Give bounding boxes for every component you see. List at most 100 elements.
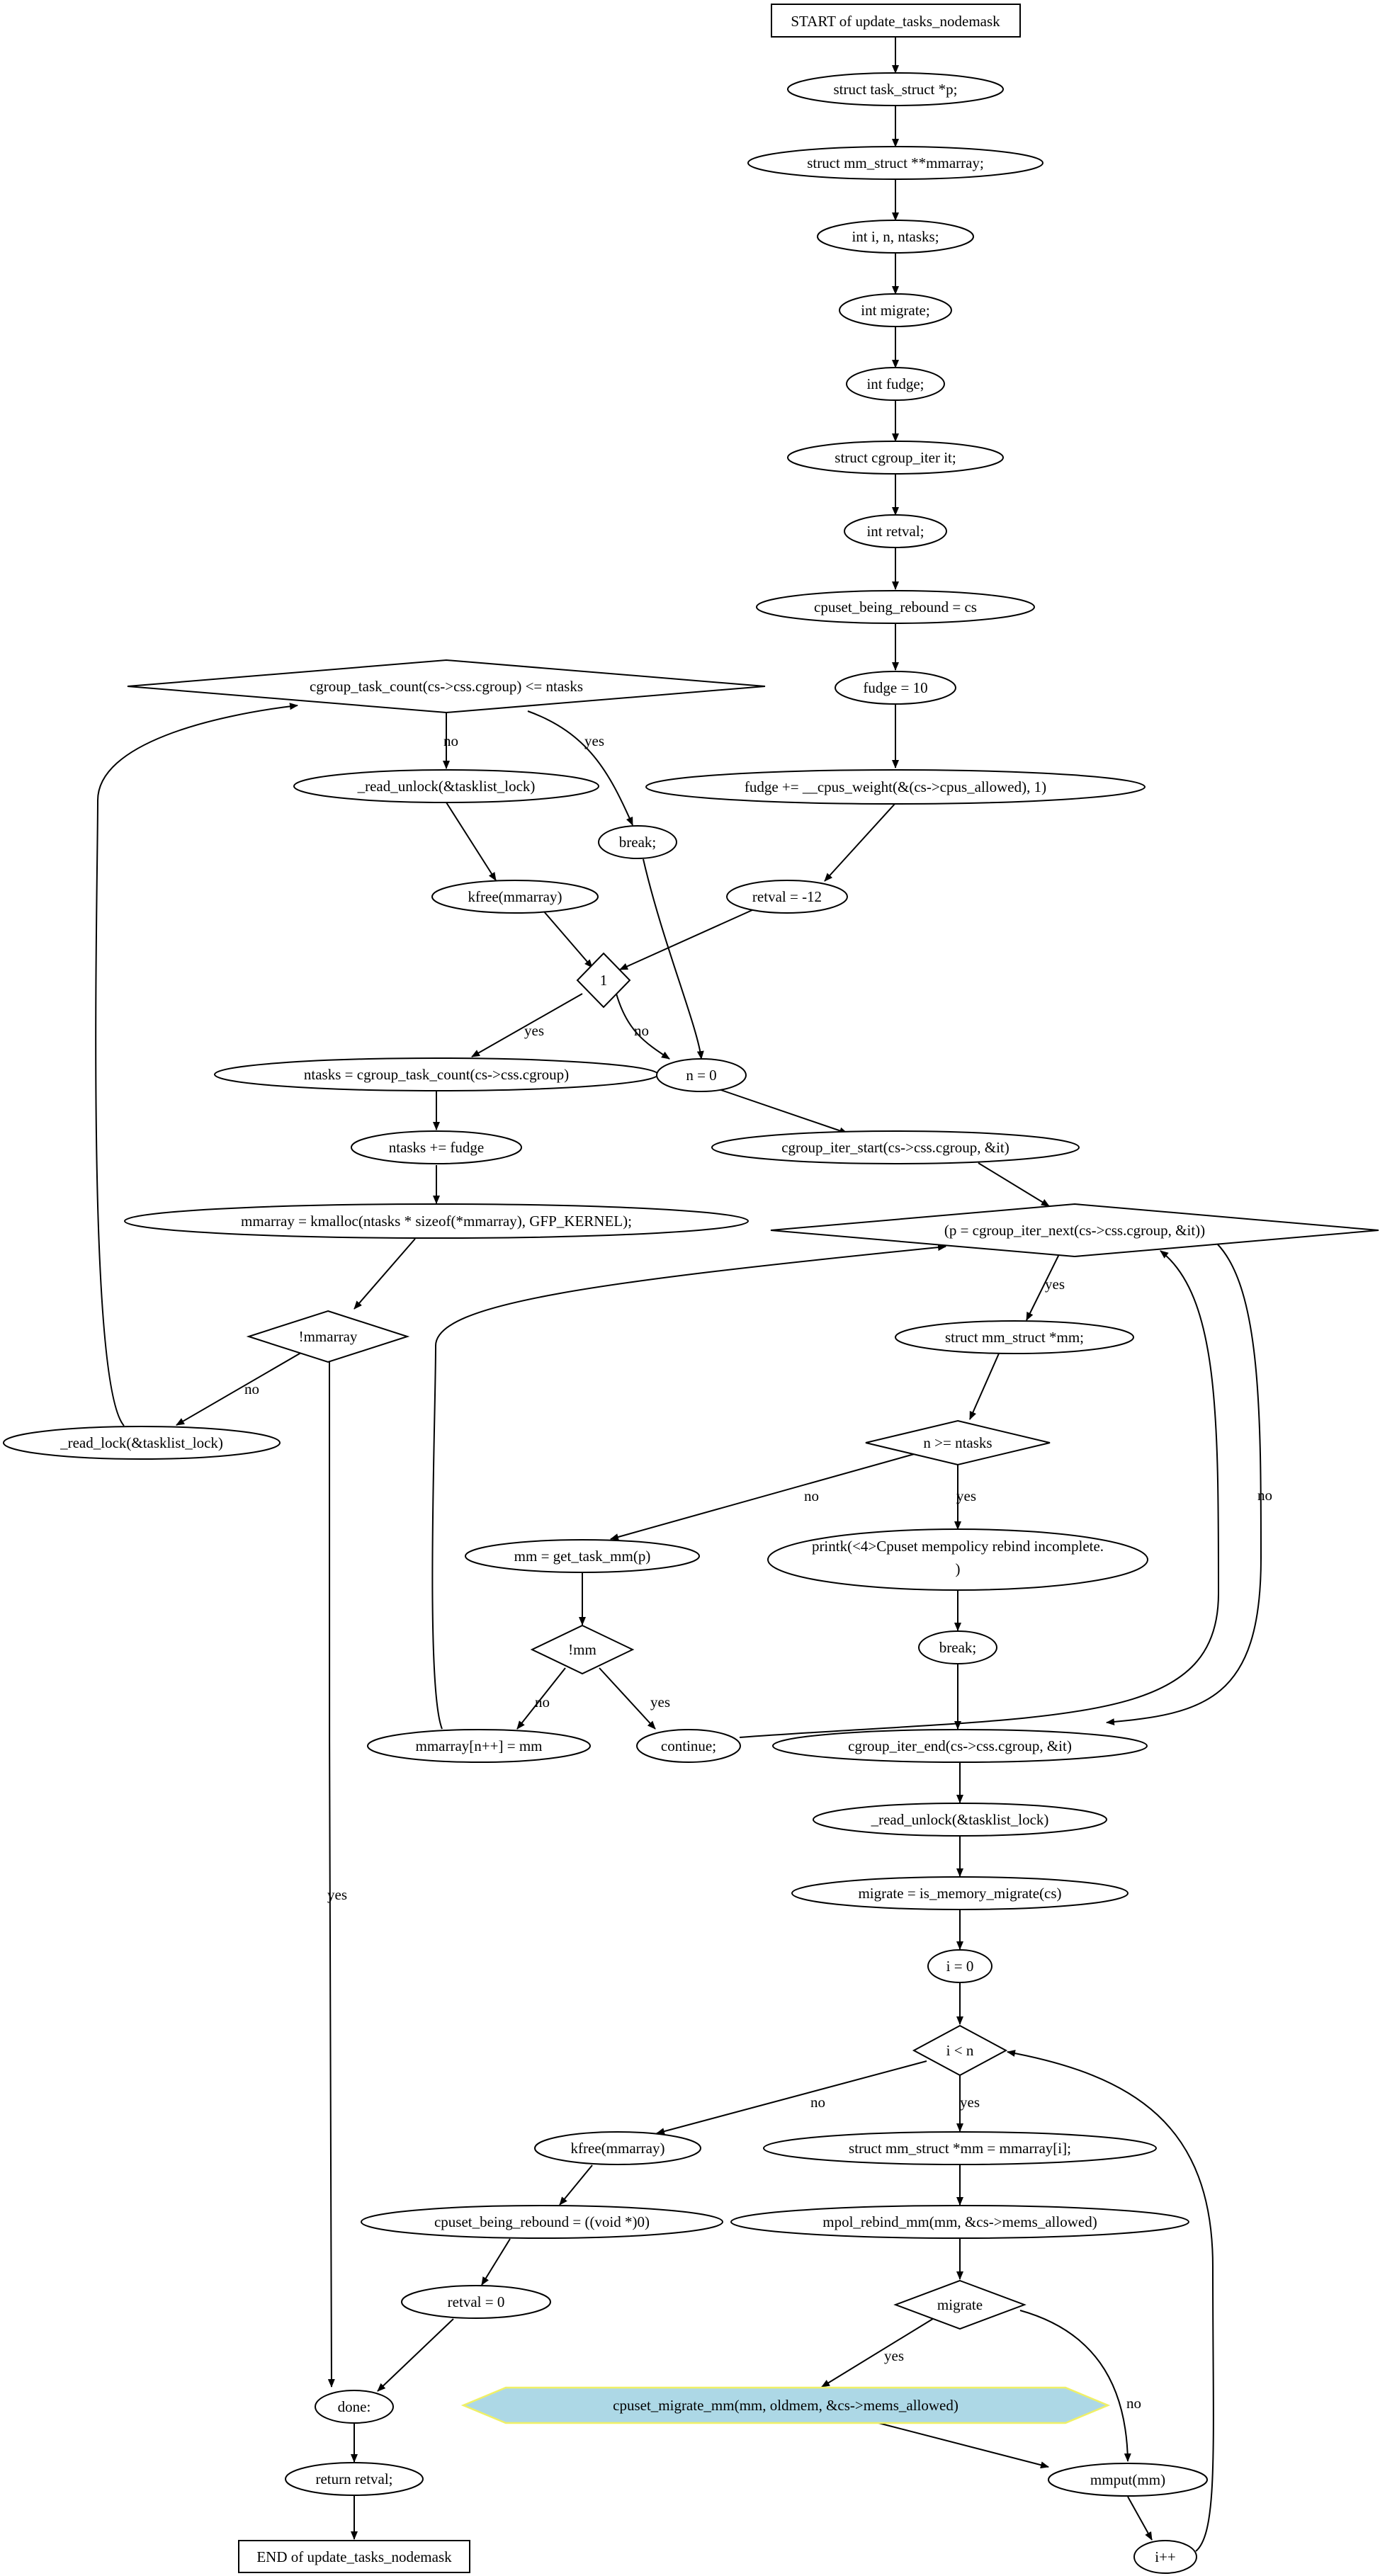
edge-kmalloc-notmmarray bbox=[354, 1238, 416, 1310]
continue-node: continue; bbox=[636, 1729, 741, 1763]
edge-retval12-loop1 bbox=[619, 909, 754, 970]
kfree2-label: kfree(mmarray) bbox=[571, 2140, 665, 2157]
store-mm-node: mmarray[n++] = mm bbox=[367, 1729, 591, 1763]
not-mmarray-decision: !mmarray bbox=[246, 1310, 410, 1363]
edge-notmm-storemm bbox=[516, 1667, 566, 1730]
mpol-rebind-node: mpol_rebind_mm(mm, &cs->mems_allowed) bbox=[730, 2205, 1189, 2239]
iter-end-label: cgroup_iter_end(cs->css.cgroup, &it) bbox=[848, 1737, 1072, 1754]
decl-fudge-label: int fudge; bbox=[866, 375, 924, 392]
edge-migratecheck-mmput bbox=[1019, 2310, 1131, 2462]
done-node: done: bbox=[315, 2390, 394, 2424]
done-label: done: bbox=[338, 2398, 371, 2415]
n-ge-ntasks-label: n >= ntasks bbox=[923, 1434, 992, 1451]
decl-iter-node: struct cgroup_iter it; bbox=[787, 441, 1004, 475]
edge-cpusetmigrate-mmput bbox=[878, 2422, 1049, 2469]
iter-start-node: cgroup_iter_start(cs->css.cgroup, &it) bbox=[711, 1130, 1080, 1164]
start-label: START of update_tasks_nodemask bbox=[791, 13, 1000, 30]
decl-ints-label: int i, n, ntasks; bbox=[852, 228, 939, 245]
i-inc-label: i++ bbox=[1155, 2548, 1176, 2565]
decl-retval-label: int retval; bbox=[866, 523, 924, 540]
read-unlock1-label: _read_unlock(&tasklist_lock) bbox=[357, 778, 536, 795]
fudge-add-label: fudge += __cpus_weight(&(cs->cpus_allowe… bbox=[745, 778, 1046, 795]
printk-cont-label: ) bbox=[956, 1560, 961, 1577]
ntasks-count-label: ntasks = cgroup_task_count(cs->css.cgrou… bbox=[304, 1066, 569, 1083]
edge-notmmarray-readlock bbox=[176, 1350, 305, 1426]
migrate-check-label: migrate bbox=[937, 2296, 983, 2313]
kfree1-label: kfree(mmarray) bbox=[468, 888, 562, 905]
loop1-decision: 1 bbox=[576, 952, 631, 1009]
edge-label-ilt-yes: yes bbox=[960, 2094, 980, 2111]
retval0-node: retval = 0 bbox=[401, 2285, 551, 2319]
edge-migratecheck-cpusetmigrate bbox=[821, 2317, 936, 2388]
edge-retval0-done bbox=[377, 2318, 454, 2392]
i0-label: i = 0 bbox=[946, 1958, 974, 1975]
edge-loop1-n0 bbox=[616, 993, 670, 1060]
nodes: START of update_tasks_nodemask struct ta… bbox=[3, 4, 1379, 2574]
edge-notmm-continue bbox=[599, 1667, 656, 1730]
edge-label-notmmarray-yes: yes bbox=[327, 1886, 347, 1903]
edge-ilt-kfree2 bbox=[656, 2060, 927, 2135]
being-rebound-label: cpuset_being_rebound = cs bbox=[814, 598, 977, 615]
not-mmarray-label: !mmarray bbox=[299, 1328, 358, 1345]
decl-fudge-node: int fudge; bbox=[846, 367, 945, 401]
edge-label-notmmarray-no: no bbox=[244, 1380, 259, 1397]
decl-p-node: struct task_struct *p; bbox=[787, 72, 1004, 106]
n0-label: n = 0 bbox=[686, 1067, 716, 1084]
decl-retval-node: int retval; bbox=[844, 514, 947, 548]
read-lock-node: _read_lock(&tasklist_lock) bbox=[3, 1426, 281, 1460]
ntasks-count-node: ntasks = cgroup_task_count(cs->css.cgrou… bbox=[214, 1057, 659, 1091]
retval12-label: retval = -12 bbox=[752, 888, 822, 905]
cpuset-migrate-node: cpuset_migrate_mm(mm, oldmem, &cs->mems_… bbox=[460, 2386, 1111, 2424]
not-mm-label: !mm bbox=[568, 1641, 596, 1658]
edge-label-iternext-no: no bbox=[1257, 1487, 1272, 1504]
edge-label-notmm-yes: yes bbox=[650, 1693, 670, 1710]
edge-label-migrate-no: no bbox=[1126, 2395, 1141, 2412]
edge-countcheck-break1 bbox=[527, 710, 633, 826]
cpuset-migrate-label: cpuset_migrate_mm(mm, oldmem, &cs->mems_… bbox=[613, 2397, 958, 2414]
decl-mmarray-label: struct mm_struct **mmarray; bbox=[807, 154, 984, 171]
count-check-label: cgroup_task_count(cs->css.cgroup) <= nta… bbox=[310, 678, 583, 695]
break1-node: break; bbox=[598, 825, 677, 859]
edge-readlock-countcheck bbox=[95, 703, 298, 1426]
n0-node: n = 0 bbox=[656, 1058, 747, 1092]
get-task-mm-node: mm = get_task_mm(p) bbox=[465, 1539, 700, 1573]
decl-p-label: struct task_struct *p; bbox=[834, 81, 958, 98]
mmput-node: mmput(mm) bbox=[1048, 2463, 1208, 2497]
ntasks-fudge-label: ntasks += fudge bbox=[389, 1139, 485, 1156]
i-lt-n-decision: i < n bbox=[912, 2024, 1008, 2077]
kmalloc-label: mmarray = kmalloc(ntasks * sizeof(*mmarr… bbox=[241, 1213, 632, 1230]
iter-end-node: cgroup_iter_end(cs->css.cgroup, &it) bbox=[772, 1729, 1148, 1763]
edge-notmmarray-done bbox=[327, 1350, 335, 2388]
decl-mm-node: struct mm_struct *mm; bbox=[895, 1320, 1134, 1354]
break1-label: break; bbox=[619, 834, 656, 851]
edge-label-iternext-yes: yes bbox=[1045, 1276, 1065, 1293]
return-node: return retval; bbox=[285, 2462, 424, 2496]
migrate-check-decision: migrate bbox=[893, 2279, 1026, 2330]
mm-index-node: struct mm_struct *mm = mmarray[i]; bbox=[763, 2131, 1157, 2165]
edge-iternext-iterend bbox=[1106, 1243, 1262, 1726]
kfree1-node: kfree(mmarray) bbox=[431, 880, 599, 914]
edge-iinc-ilt bbox=[1007, 2050, 1214, 2552]
edges bbox=[95, 37, 1262, 2552]
edge-iterstart-iternext bbox=[978, 1162, 1050, 1207]
edge-label-loop1-no: no bbox=[634, 1022, 649, 1039]
fudge10-node: fudge = 10 bbox=[835, 671, 956, 705]
end-label: END of update_tasks_nodemask bbox=[256, 2548, 452, 2565]
decl-ints-node: int i, n, ntasks; bbox=[817, 220, 974, 254]
edge-label-nge-yes: yes bbox=[956, 1487, 976, 1504]
edge-rebound-retval0 bbox=[481, 2238, 511, 2286]
n-ge-ntasks-decision: n >= ntasks bbox=[865, 1419, 1051, 1466]
read-unlock2-node: _read_unlock(&tasklist_lock) bbox=[813, 1803, 1107, 1837]
iter-next-label: (p = cgroup_iter_next(cs->css.cgroup, &i… bbox=[944, 1222, 1205, 1239]
mpol-rebind-label: mpol_rebind_mm(mm, &cs->mems_allowed) bbox=[822, 2213, 1097, 2230]
edge-continue-iternext bbox=[739, 1250, 1220, 1738]
migrate-assign-node: migrate = is_memory_migrate(cs) bbox=[791, 1876, 1129, 1910]
read-lock-label: _read_lock(&tasklist_lock) bbox=[60, 1434, 223, 1451]
fudge-add-node: fudge += __cpus_weight(&(cs->cpus_allowe… bbox=[645, 769, 1146, 805]
edge-kfree-loop1 bbox=[543, 910, 593, 968]
edge-readunlock-kfree bbox=[446, 802, 497, 881]
read-unlock1-node: _read_unlock(&tasklist_lock) bbox=[293, 769, 599, 803]
get-task-mm-label: mm = get_task_mm(p) bbox=[514, 1548, 651, 1565]
being-rebound-node: cpuset_being_rebound = cs bbox=[756, 590, 1035, 624]
